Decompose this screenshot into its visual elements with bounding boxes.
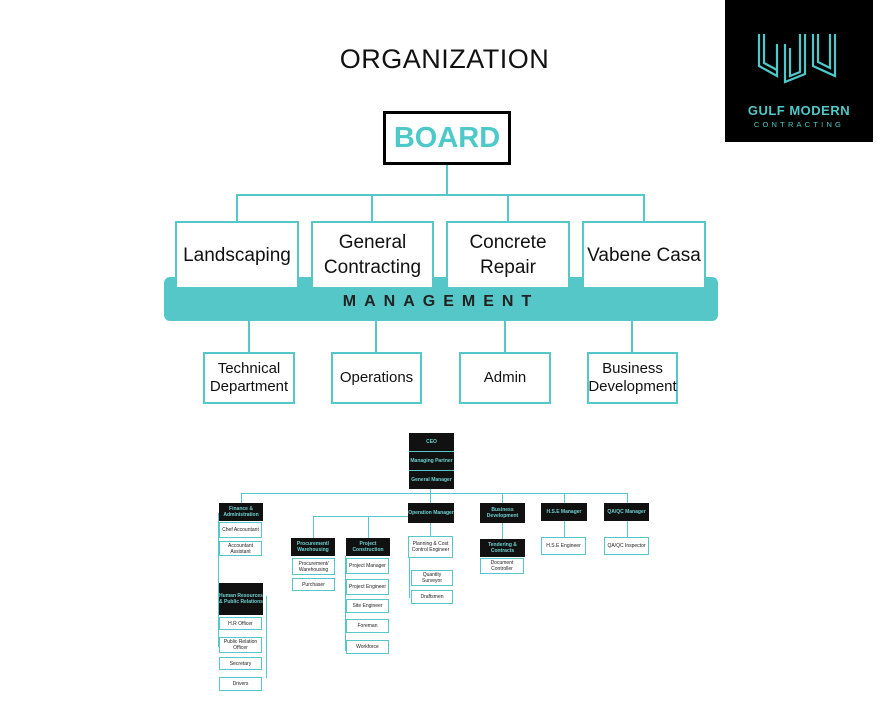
org-connector xyxy=(564,521,565,537)
org-managing-partner: Managing Partner xyxy=(409,451,454,470)
logo-tagline: CONTRACTING xyxy=(753,120,845,129)
org-drivers: Drivers xyxy=(219,677,262,691)
connector-line xyxy=(375,320,377,353)
org-tendering-contracts: Tendering & Contracts xyxy=(480,539,525,557)
connector-line xyxy=(236,194,645,196)
org-qaqc-manager: QA/QC Manager xyxy=(604,503,649,521)
org-connector xyxy=(313,516,408,517)
connector-line xyxy=(504,320,506,353)
department-business-development: Business Development xyxy=(587,352,678,404)
org-business-development: Business Development xyxy=(480,503,525,523)
connector-line xyxy=(446,165,448,195)
logo-name: GULF MODERN xyxy=(747,103,851,118)
org-connector xyxy=(241,493,628,494)
org-operation-manager: Operation Manager xyxy=(408,503,454,523)
org-connector xyxy=(430,489,431,493)
org-hr-officer: H.R Officer xyxy=(219,617,262,630)
org-connector xyxy=(564,493,565,503)
org-connector xyxy=(368,516,369,538)
org-ceo: CEO xyxy=(409,433,454,451)
org-planning-cost-control-engineer: Planning & Cost Control Engineer xyxy=(408,536,453,558)
org-finance-administration: Finance & Administration xyxy=(219,503,263,521)
connector-line xyxy=(643,194,645,222)
org-connector xyxy=(627,493,628,503)
page-title: ORGANIZATION xyxy=(339,44,550,74)
org-secretary: Secretary xyxy=(219,657,262,670)
connector-line xyxy=(507,194,509,222)
org-procurement-staff: Procurement/ Warehousing xyxy=(292,558,335,575)
org-project-construction: Project Construction xyxy=(346,538,390,556)
company-logo: GULF MODERN CONTRACTING xyxy=(725,0,873,142)
org-connector xyxy=(627,521,628,537)
business-unit-concrete-repair: Concrete Repair xyxy=(446,221,570,289)
org-connector xyxy=(345,556,346,651)
department-technical: Technical Department xyxy=(203,352,295,404)
org-connector xyxy=(502,493,503,503)
org-project-engineer: Project Engineer xyxy=(346,579,389,595)
connector-line xyxy=(371,194,373,222)
org-connector xyxy=(502,523,503,539)
org-human-resources: Human Resources & Public Relations xyxy=(219,583,263,615)
org-qaqc-inspector: QA/QC Inspector xyxy=(604,537,649,555)
department-operations: Operations xyxy=(331,352,422,404)
business-unit-landscaping: Landscaping xyxy=(175,221,299,289)
org-hse-manager: H.S.E Manager xyxy=(541,503,587,521)
connector-line xyxy=(631,320,633,353)
org-public-relation-officer: Public Relation Officer xyxy=(219,637,262,653)
department-admin: Admin xyxy=(459,352,551,404)
org-quantity-surveyor: Quantity Surveyor xyxy=(411,570,453,586)
org-connector xyxy=(409,558,410,598)
org-site-engineer: Site Engineer xyxy=(346,599,389,613)
org-chief-accountant: Chef Accountant xyxy=(219,522,262,538)
org-procurement-warehousing: Procurement/ Warehousing xyxy=(291,538,335,556)
business-unit-vabene-casa: Vabene Casa xyxy=(582,221,706,289)
connector-line xyxy=(236,194,238,222)
org-foreman: Foreman xyxy=(346,619,389,633)
logo-mark-icon xyxy=(757,34,837,84)
org-accountant-assistant: Accountant Assistant xyxy=(219,541,262,556)
org-purchaser: Purchaser xyxy=(292,578,335,591)
org-workforce: Workforce xyxy=(346,640,389,654)
org-connector xyxy=(218,513,219,647)
org-connector xyxy=(313,516,314,538)
org-general-manager: General Manager xyxy=(409,470,454,489)
org-connector xyxy=(430,493,431,503)
org-project-manager: Project Manager xyxy=(346,558,389,574)
connector-line xyxy=(248,320,250,353)
org-connector xyxy=(266,596,267,678)
org-connector xyxy=(241,493,242,503)
org-hse-engineer: H.S.E Engineer xyxy=(541,537,586,555)
org-connector xyxy=(430,523,431,536)
org-document-controller: Document Controller xyxy=(480,558,524,574)
business-unit-general-contracting: General Contracting xyxy=(311,221,434,289)
board-box: BOARD xyxy=(383,111,511,165)
org-draftsmen: Draftsmen xyxy=(411,590,453,604)
